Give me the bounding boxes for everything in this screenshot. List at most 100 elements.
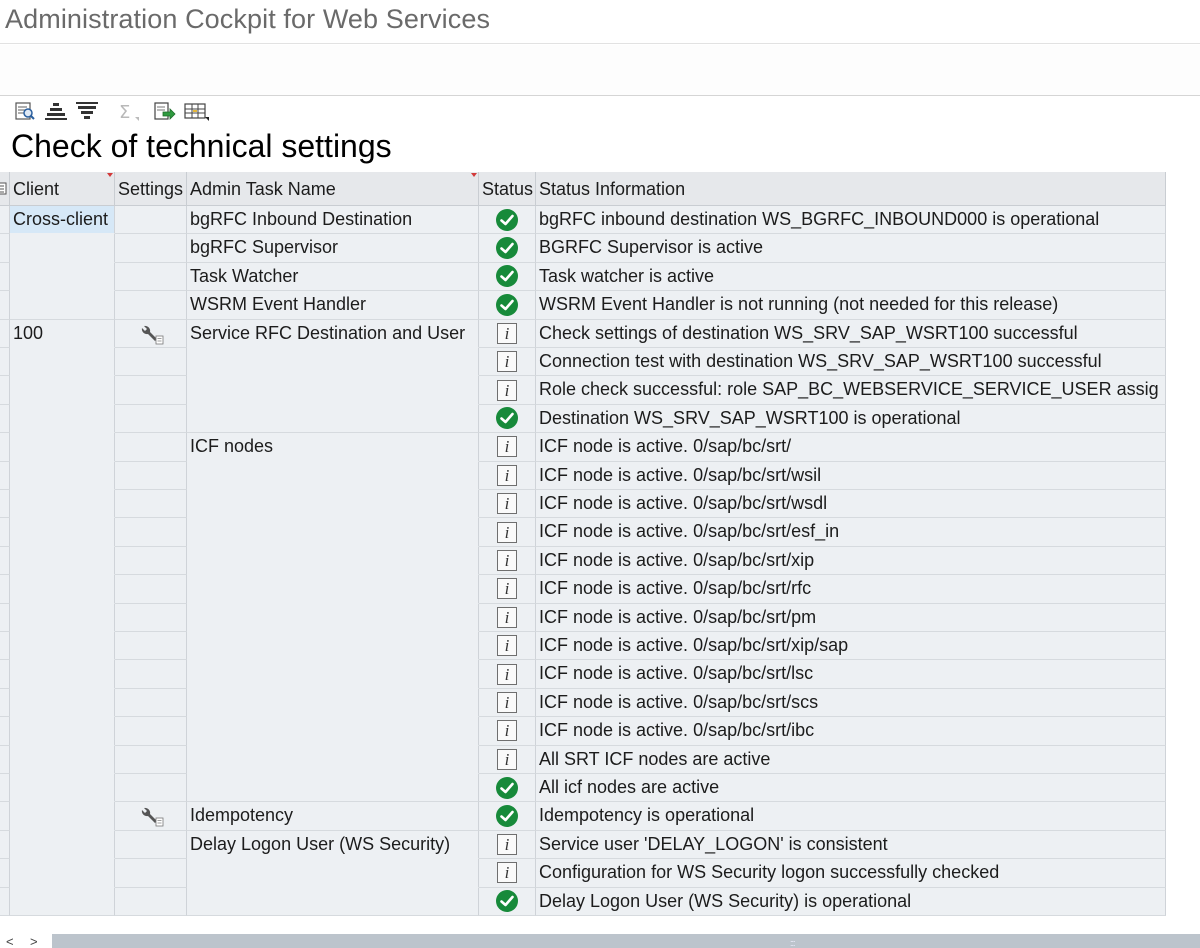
settings-cell[interactable] <box>115 830 187 860</box>
settings-cell[interactable] <box>115 234 187 263</box>
status-cell[interactable] <box>479 262 536 292</box>
client-cell[interactable] <box>10 887 115 916</box>
row-selector[interactable] <box>0 376 10 405</box>
status-cell[interactable]: i <box>479 546 536 576</box>
client-cell[interactable] <box>10 546 115 576</box>
select-all-corner[interactable] <box>0 172 10 206</box>
admin-task-cell[interactable]: Idempotency <box>187 802 479 831</box>
admin-task-cell[interactable]: Delay Logon User (WS Security) <box>187 830 479 860</box>
status-cell[interactable]: i <box>479 660 536 689</box>
info-icon[interactable]: i <box>497 549 517 571</box>
admin-task-cell[interactable] <box>187 603 479 632</box>
settings-cell[interactable] <box>115 433 187 462</box>
status-information-cell[interactable]: Check settings of destination WS_SRV_SAP… <box>536 319 1166 348</box>
scroll-right-button[interactable]: > <box>30 934 38 948</box>
client-cell[interactable] <box>10 348 115 377</box>
settings-cell[interactable] <box>115 774 187 803</box>
client-cell[interactable] <box>10 262 115 292</box>
status-information-cell[interactable]: ICF node is active. 0/sap/bc/srt/lsc <box>536 660 1166 689</box>
status-cell[interactable]: i <box>479 490 536 519</box>
settings-cell[interactable] <box>115 859 187 888</box>
admin-task-cell[interactable] <box>187 859 479 888</box>
settings-cell[interactable] <box>115 262 187 292</box>
admin-task-cell[interactable]: WSRM Event Handler <box>187 291 479 320</box>
row-selector[interactable] <box>0 206 10 235</box>
status-information-cell[interactable]: ICF node is active. 0/sap/bc/srt/wsdl <box>536 490 1166 519</box>
settings-cell[interactable] <box>115 348 187 377</box>
client-cell[interactable] <box>10 774 115 803</box>
settings-cell[interactable] <box>115 404 187 434</box>
sort-descending-button[interactable] <box>72 99 101 123</box>
status-information-cell[interactable]: ICF node is active. 0/sap/bc/srt/rfc <box>536 575 1166 604</box>
status-information-cell[interactable]: Configuration for WS Security logon succ… <box>536 859 1166 888</box>
admin-task-cell[interactable] <box>187 717 479 746</box>
status-information-cell[interactable]: bgRFC inbound destination WS_BGRFC_INBOU… <box>536 206 1166 235</box>
status-information-cell[interactable]: ICF node is active. 0/sap/bc/srt/scs <box>536 688 1166 718</box>
client-cell[interactable] <box>10 376 115 405</box>
status-cell[interactable]: i <box>479 518 536 547</box>
status-cell[interactable]: i <box>479 461 536 490</box>
client-cell[interactable]: 100 <box>10 319 115 348</box>
settings-cell[interactable] <box>115 319 187 348</box>
admin-task-cell[interactable]: ICF nodes <box>187 433 479 462</box>
settings-cell[interactable] <box>115 291 187 320</box>
client-cell[interactable] <box>10 575 115 604</box>
status-information-cell[interactable]: ICF node is active. 0/sap/bc/srt/pm <box>536 603 1166 632</box>
admin-task-cell[interactable] <box>187 461 479 490</box>
row-selector[interactable] <box>0 887 10 916</box>
settings-cell[interactable] <box>115 575 187 604</box>
info-icon[interactable]: i <box>497 606 517 628</box>
status-cell[interactable]: i <box>479 433 536 462</box>
layout-button[interactable] <box>181 99 210 123</box>
info-icon[interactable]: i <box>497 578 517 600</box>
wrench-icon[interactable] <box>139 807 165 829</box>
admin-task-cell[interactable] <box>187 887 479 916</box>
status-cell[interactable] <box>479 234 536 263</box>
admin-task-cell[interactable] <box>187 688 479 718</box>
row-selector[interactable] <box>0 490 10 519</box>
status-cell[interactable]: i <box>479 603 536 632</box>
row-selector[interactable] <box>0 745 10 774</box>
status-cell[interactable]: i <box>479 745 536 774</box>
admin-task-cell[interactable] <box>187 660 479 689</box>
admin-task-cell[interactable] <box>187 490 479 519</box>
status-cell[interactable]: i <box>479 319 536 348</box>
info-icon[interactable]: i <box>497 493 517 515</box>
status-information-cell[interactable]: ICF node is active. 0/sap/bc/srt/wsil <box>536 461 1166 490</box>
status-cell[interactable]: i <box>479 717 536 746</box>
settings-cell[interactable] <box>115 461 187 490</box>
export-button[interactable] <box>150 99 179 123</box>
row-selector[interactable] <box>0 291 10 320</box>
info-icon[interactable]: i <box>497 663 517 685</box>
horizontal-scrollbar[interactable]: ::: <box>52 934 1200 948</box>
row-selector[interactable] <box>0 774 10 803</box>
settings-cell[interactable] <box>115 632 187 661</box>
status-cell[interactable] <box>479 206 536 235</box>
status-cell[interactable] <box>479 887 536 916</box>
column-header-settings[interactable]: Settings <box>115 172 187 206</box>
client-cell[interactable] <box>10 830 115 860</box>
admin-task-cell[interactable]: bgRFC Inbound Destination <box>187 206 479 235</box>
client-cell[interactable] <box>10 291 115 320</box>
client-cell[interactable]: Cross-client <box>10 206 115 235</box>
admin-task-cell[interactable] <box>187 376 479 405</box>
row-selector[interactable] <box>0 859 10 888</box>
status-information-cell[interactable]: ICF node is active. 0/sap/bc/srt/esf_in <box>536 518 1166 547</box>
row-selector[interactable] <box>0 603 10 632</box>
info-icon[interactable]: i <box>497 720 517 742</box>
status-information-cell[interactable]: All icf nodes are active <box>536 774 1166 803</box>
status-cell[interactable] <box>479 291 536 320</box>
row-selector[interactable] <box>0 433 10 462</box>
status-information-cell[interactable]: ICF node is active. 0/sap/bc/srt/xip/sap <box>536 632 1166 661</box>
details-button[interactable] <box>10 99 39 123</box>
info-icon[interactable]: i <box>497 322 517 344</box>
status-information-cell[interactable]: Idempotency is operational <box>536 802 1166 831</box>
status-cell[interactable]: i <box>479 859 536 888</box>
client-cell[interactable] <box>10 603 115 632</box>
settings-cell[interactable] <box>115 745 187 774</box>
admin-task-cell[interactable]: Service RFC Destination and User <box>187 319 479 348</box>
admin-task-cell[interactable] <box>187 575 479 604</box>
status-cell[interactable] <box>479 802 536 831</box>
client-cell[interactable] <box>10 518 115 547</box>
info-icon[interactable]: i <box>497 635 517 657</box>
